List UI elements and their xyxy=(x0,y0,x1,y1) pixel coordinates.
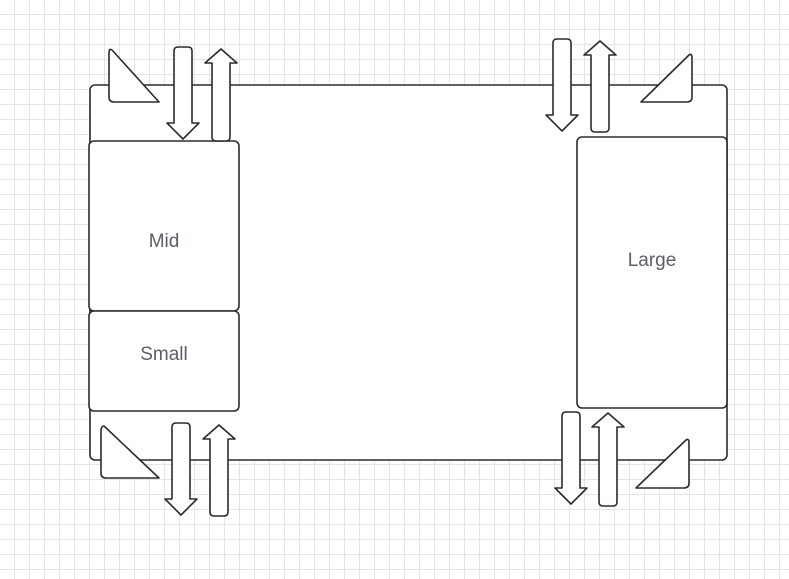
arrow-down-icon[interactable] xyxy=(164,422,198,516)
arrow-up-icon[interactable] xyxy=(202,424,236,517)
triangle-handle-icon[interactable] xyxy=(108,48,160,103)
mid-box[interactable] xyxy=(88,140,240,312)
arrow-down-icon[interactable] xyxy=(545,38,579,132)
triangle-handle-icon[interactable] xyxy=(100,425,160,479)
large-box[interactable] xyxy=(576,136,728,409)
arrow-up-icon[interactable] xyxy=(583,40,617,133)
triangle-handle-icon[interactable] xyxy=(635,438,690,489)
arrow-down-icon[interactable] xyxy=(554,411,588,505)
triangle-handle-icon[interactable] xyxy=(640,53,693,103)
arrow-up-icon[interactable] xyxy=(591,412,625,507)
small-box[interactable] xyxy=(88,310,240,412)
arrow-up-icon[interactable] xyxy=(204,48,238,142)
arrow-down-icon[interactable] xyxy=(166,46,200,140)
